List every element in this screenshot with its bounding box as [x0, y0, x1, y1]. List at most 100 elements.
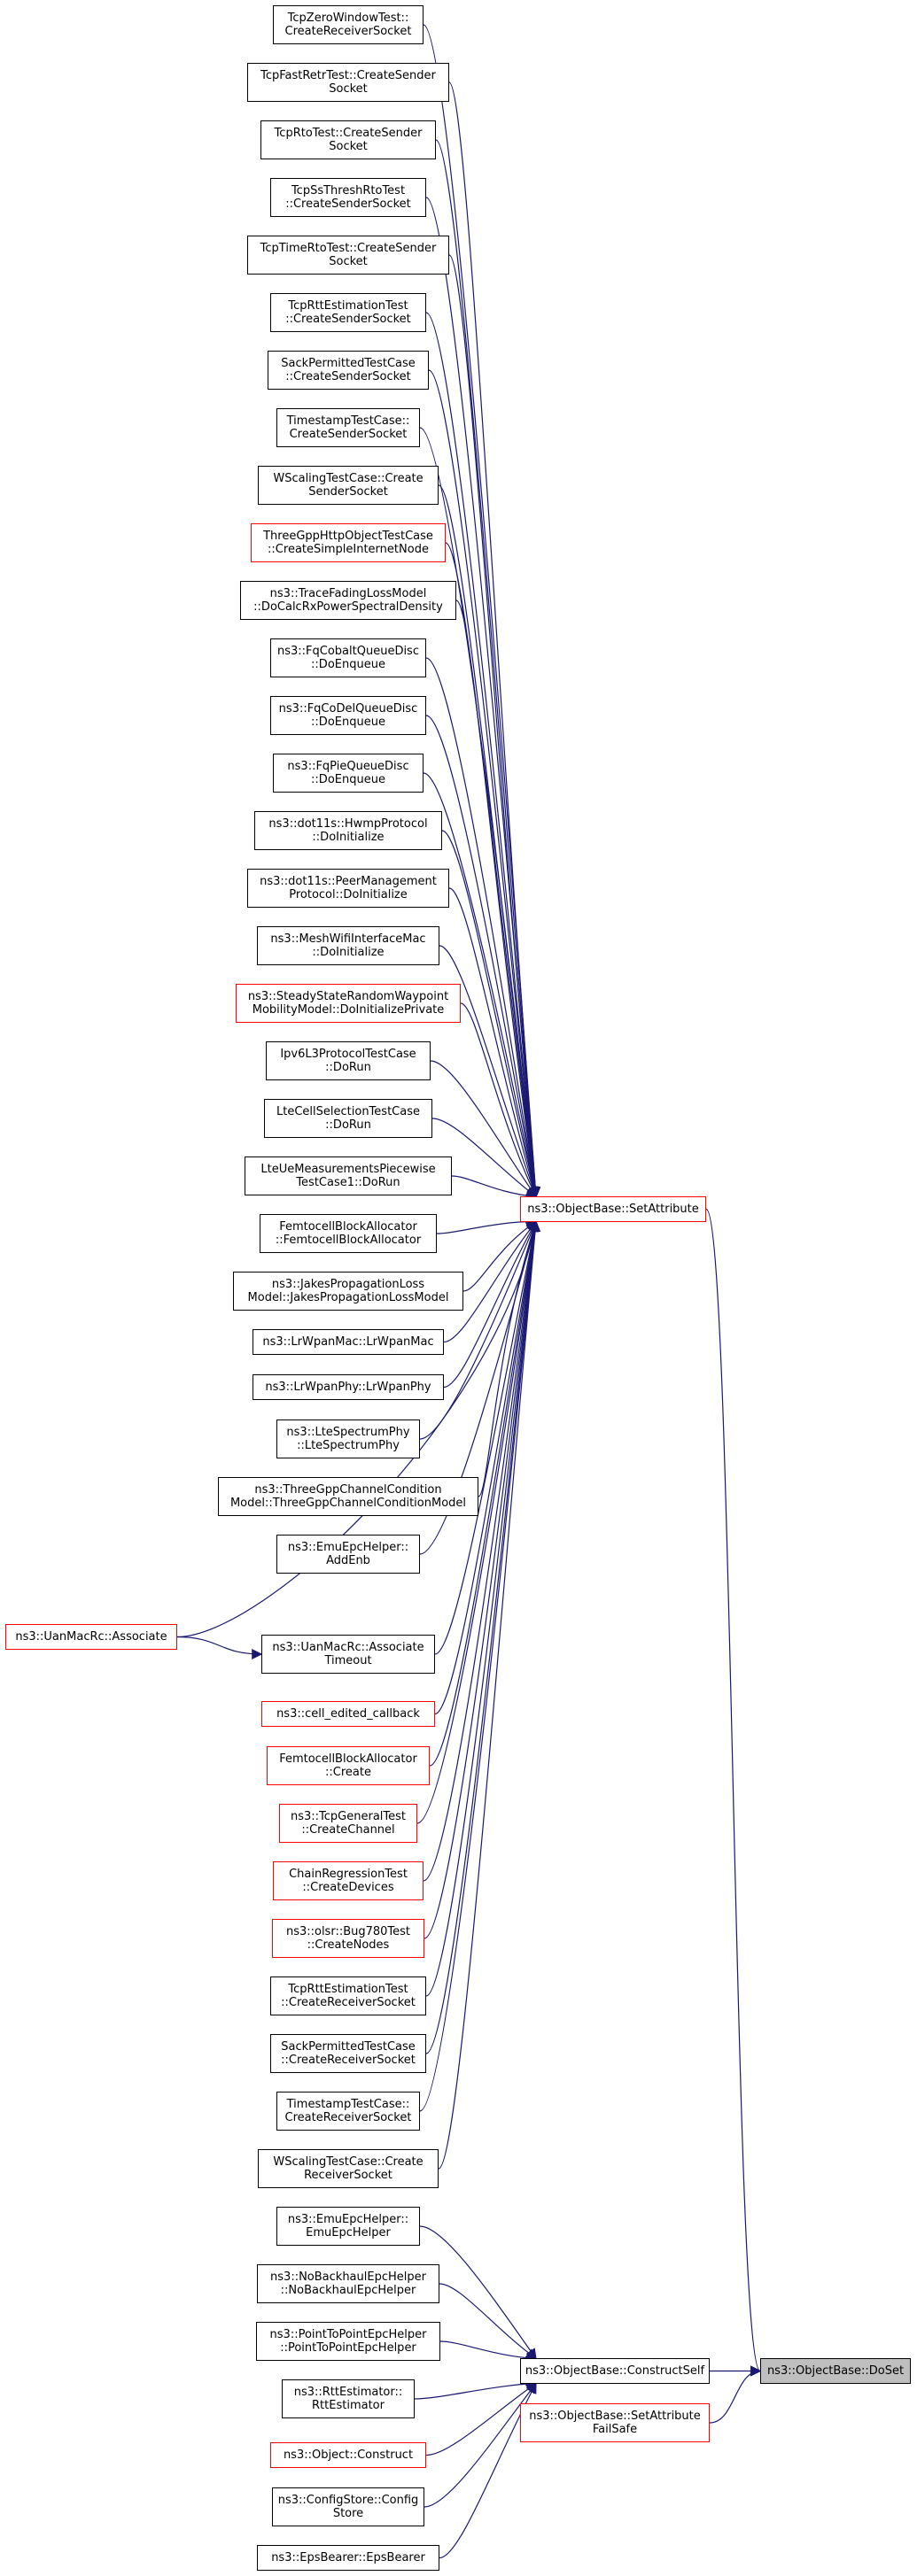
graph-node[interactable]: ns3::cell_edited_callback [261, 1701, 435, 1727]
node-label-line: SackPermittedTestCase [281, 357, 416, 370]
call-edge [416, 1220, 540, 1824]
graph-node[interactable]: TimestampTestCase::CreateSenderSocket [276, 408, 420, 447]
call-edge [436, 1216, 538, 1234]
node-label-line: ::LteSpectrumPhy [297, 1439, 400, 1452]
node-label-line: ns3::ThreeGppChannelCondition [254, 1483, 442, 1497]
node-label-line: ns3::JakesPropagationLoss [271, 1278, 425, 1291]
graph-node[interactable]: TcpSsThreshRtoTest::CreateSenderSocket [270, 178, 426, 217]
call-edge [424, 1220, 540, 1939]
graph-node[interactable]: ns3::TcpGeneralTest::CreateChannel [279, 1804, 417, 1843]
node-label-line: ::CreateChannel [301, 1823, 395, 1837]
graph-node[interactable]: ns3::ObjectBase::SetAttribute [520, 1196, 706, 1222]
call-edge [419, 1220, 540, 2112]
graph-node[interactable]: ns3::FqCobaltQueueDisc::DoEnqueue [270, 638, 426, 677]
graph-node[interactable]: ns3::TraceFadingLossModel::DoCalcRxPower… [240, 581, 456, 620]
graph-node[interactable]: ns3::LrWpanPhy::LrWpanPhy [253, 1374, 444, 1400]
graph-node[interactable]: Ipv6L3ProtocolTestCase::DoRun [266, 1041, 431, 1080]
call-edge [428, 369, 540, 1198]
call-edge [423, 772, 540, 1198]
node-label-line: ns3::ObjectBase::ConstructSelf [525, 2364, 705, 2378]
node-label-line: SenderSocket [308, 485, 388, 499]
node-label-line: ns3::FqCoDelQueueDisc [278, 702, 418, 716]
graph-node[interactable]: ns3::FqCoDelQueueDisc::DoEnqueue [270, 696, 426, 735]
graph-node[interactable]: ns3::NoBackhaulEpcHelper::NoBackhaulEpcH… [257, 2264, 439, 2303]
graph-node[interactable]: ns3::olsr::Bug780Test::CreateNodes [272, 1919, 424, 1958]
graph-node[interactable]: ns3::ObjectBase::ConstructSelf [520, 2358, 710, 2384]
graph-node[interactable]: ns3::EpsBearer::EpsBearer [257, 2545, 439, 2571]
call-edge [425, 657, 540, 1198]
node-label-line: EmuEpcHelper [306, 2226, 391, 2239]
node-label-line: AddEnb [326, 1554, 370, 1567]
call-edge [448, 81, 541, 1198]
call-edge [429, 1220, 540, 1767]
call-edge [419, 1220, 540, 1555]
node-label-line: ns3::ObjectBase::SetAttribute [527, 1203, 699, 1216]
node-label-line: ns3::FqCobaltQueueDisc [277, 645, 419, 658]
graph-node[interactable]: ns3::PointToPointEpcHelper::PointToPoint… [256, 2322, 440, 2361]
call-edge [414, 2378, 538, 2400]
call-edge [431, 1118, 537, 1198]
node-label-line: Socket [329, 140, 368, 153]
graph-node[interactable]: ns3::EmuEpcHelper::EmuEpcHelper [276, 2207, 420, 2246]
node-label-line: ::DoEnqueue [311, 773, 385, 786]
node-label-line: ns3::NoBackhaulEpcHelper [270, 2270, 426, 2284]
node-label-line: ns3::RttEstimator:: [293, 2386, 403, 2399]
node-label-line: ns3::LrWpanPhy::LrWpanPhy [265, 1381, 431, 1394]
node-label-line: TcpSsThreshRtoTest [291, 184, 406, 197]
graph-node[interactable]: SackPermittedTestCase::CreateReceiverSoc… [270, 2034, 426, 2073]
focus-node[interactable]: ns3::ObjectBase::DoSet [760, 2358, 911, 2384]
node-label-line: ns3::EmuEpcHelper:: [287, 1541, 409, 1554]
call-edge [438, 484, 540, 1198]
graph-node[interactable]: FemtocellBlockAllocator::Create [267, 1746, 430, 1785]
node-label-line: ::CreateReceiverSocket [281, 1996, 416, 2009]
graph-node[interactable]: ns3::FqPieQueueDisc::DoEnqueue [273, 754, 424, 793]
node-label-line: ::CreateSenderSocket [285, 370, 411, 383]
node-label-line: ns3::EpsBearer::EpsBearer [271, 2551, 425, 2564]
graph-node[interactable]: FemtocellBlockAllocator::FemtocellBlockA… [260, 1214, 437, 1253]
graph-node[interactable]: TcpRttEstimationTest::CreateSenderSocket [270, 293, 426, 332]
graph-node[interactable]: TcpZeroWindowTest::CreateReceiverSocket [273, 5, 424, 44]
graph-node[interactable]: ns3::LteSpectrumPhy::LteSpectrumPhy [276, 1420, 420, 1458]
node-label-line: LteCellSelectionTestCase [276, 1105, 420, 1118]
call-edge [435, 139, 541, 1198]
graph-node[interactable]: SackPermittedTestCase::CreateSenderSocke… [268, 351, 429, 390]
graph-node[interactable]: ns3::EmuEpcHelper::AddEnb [276, 1535, 420, 1574]
graph-node[interactable]: ChainRegressionTest::CreateDevices [273, 1861, 424, 1900]
graph-node[interactable]: ns3::LrWpanMac::LrWpanMac [253, 1329, 444, 1355]
node-label-line: RttEstimator [312, 2399, 385, 2412]
call-edge [430, 1060, 537, 1198]
graph-node[interactable]: ns3::UanMacRc::Associate [5, 1624, 177, 1650]
node-label-line: Model::ThreeGppChannelConditionModel [229, 1497, 467, 1510]
node-label-line: Ipv6L3ProtocolTestCase [280, 1048, 416, 1061]
graph-node[interactable]: ns3::Object::Construct [270, 2442, 426, 2468]
node-label-line: ReceiverSocket [304, 2169, 392, 2182]
call-edge [455, 600, 540, 1198]
node-label-line: Model::JakesPropagationLossModel [247, 1291, 449, 1304]
call-edge [423, 1220, 540, 1882]
graph-node[interactable]: TimestampTestCase::CreateReceiverSocket [276, 2092, 420, 2131]
node-label-line: Timeout [324, 1654, 372, 1667]
node-label-line: ::Create [325, 1766, 371, 1779]
node-label-line: ns3::UanMacRc::Associate [272, 1641, 424, 1654]
graph-node[interactable]: ns3::dot11s::HwmpProtocol::DoInitialize [254, 811, 442, 850]
graph-node[interactable]: TcpRttEstimationTest::CreateReceiverSock… [270, 1976, 426, 2015]
graph-node[interactable]: ns3::MeshWifiInterfaceMac::DoInitialize [257, 926, 439, 965]
graph-node[interactable]: ns3::RttEstimator::RttEstimator [282, 2379, 415, 2418]
graph-node[interactable]: LteCellSelectionTestCase::DoRun [264, 1099, 432, 1138]
node-label-line: TcpRttEstimationTest [288, 1983, 408, 1996]
graph-node[interactable]: ThreeGppHttpObjectTestCase::CreateSimple… [251, 523, 446, 562]
